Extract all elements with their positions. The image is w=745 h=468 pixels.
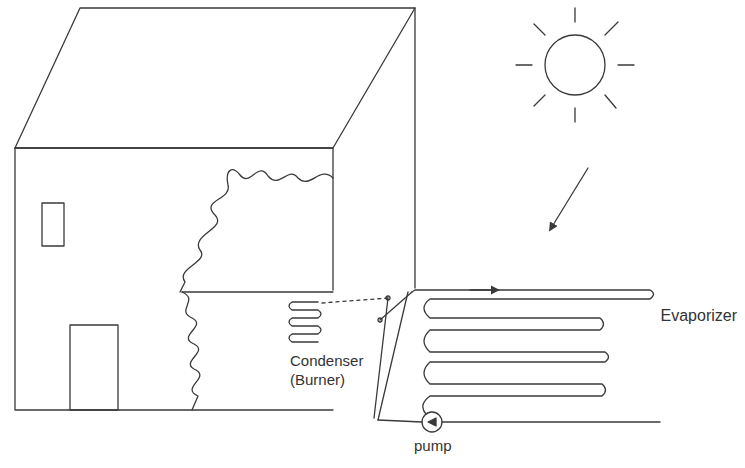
sun-rays	[516, 8, 634, 122]
pipe-dashed	[322, 298, 388, 303]
window	[42, 203, 64, 246]
pipe-joint	[378, 318, 382, 322]
sun	[545, 35, 605, 95]
pump-symbol	[422, 412, 442, 432]
condenser-coil	[289, 302, 321, 342]
ground-pipe	[442, 421, 660, 422]
house-front	[15, 148, 333, 410]
flow-arrow	[470, 289, 498, 290]
cutaway-line	[180, 170, 333, 292]
sunlight-arrow	[550, 168, 588, 230]
cutaway-line	[182, 292, 200, 410]
pipe	[380, 292, 412, 320]
evaporator-label: Evaporizer	[659, 306, 739, 326]
evaporator-panel	[412, 290, 654, 414]
door	[70, 325, 118, 410]
condenser-label: Condenser (Burner)	[288, 352, 374, 390]
house-roof	[15, 8, 415, 148]
house-side-edge	[378, 292, 408, 420]
pipe	[374, 298, 388, 418]
house-side-edge	[414, 8, 415, 288]
pipe	[378, 420, 422, 422]
house-front-edge	[15, 148, 333, 290]
pump-label: pump	[412, 437, 454, 456]
floor-line	[182, 291, 333, 292]
pump-arrow	[428, 418, 436, 426]
